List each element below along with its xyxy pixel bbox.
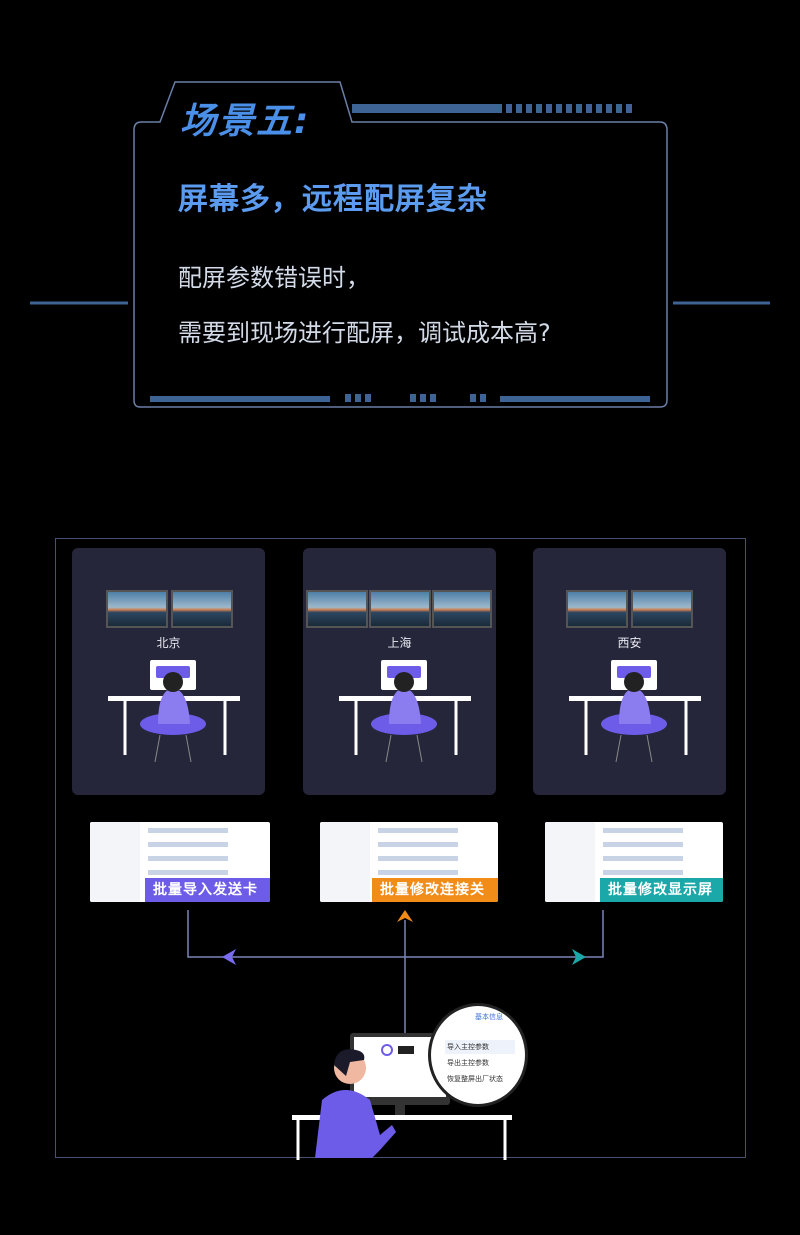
tab-basic-info[interactable]: 基本信息 [475,1013,503,1021]
diagram-frame [55,538,746,1158]
action-badge: 批量导入发送卡参数 [145,878,270,902]
city-label: 上海 [387,636,412,650]
connector-lines [187,910,604,1160]
city-label: 北京 [156,636,181,650]
led-screen [369,590,431,628]
software-screenshot-shanghai: 批量修改连接关系 [320,822,498,902]
led-screen [566,590,628,628]
led-screen [171,590,233,628]
city-label: 西安 [617,636,642,650]
software-screenshot-xian: 批量修改显示屏参数 [545,822,723,902]
header-frame [30,81,770,408]
software-screenshot-beijing: 批量导入发送卡参数 [90,822,270,902]
action-badge: 批量修改连接关系 [372,878,498,902]
menu-item-import[interactable]: 导入主控参数 [445,1040,515,1054]
scene-description-2: 需要到现场进行配屏，调试成本高? [178,319,551,347]
led-screen [432,590,492,628]
magnified-menu-popup: 基本信息 导入主控参数 导出主控参数 恢复整屏出厂状态 [428,1003,528,1107]
action-badge: 批量修改显示屏参数 [600,878,723,902]
workers-at-desks [108,658,703,764]
scene-title: 场景五: [180,101,311,142]
scene-description-1: 配屏参数错误时， [178,264,370,292]
scene-subtitle: 屏幕多，远程配屏复杂 [178,182,488,217]
led-screen [306,590,368,628]
menu-item-factory-reset[interactable]: 恢复整屏出厂状态 [447,1075,503,1083]
led-screen [631,590,693,628]
led-screen [106,590,168,628]
menu-item-export[interactable]: 导出主控参数 [447,1059,489,1067]
